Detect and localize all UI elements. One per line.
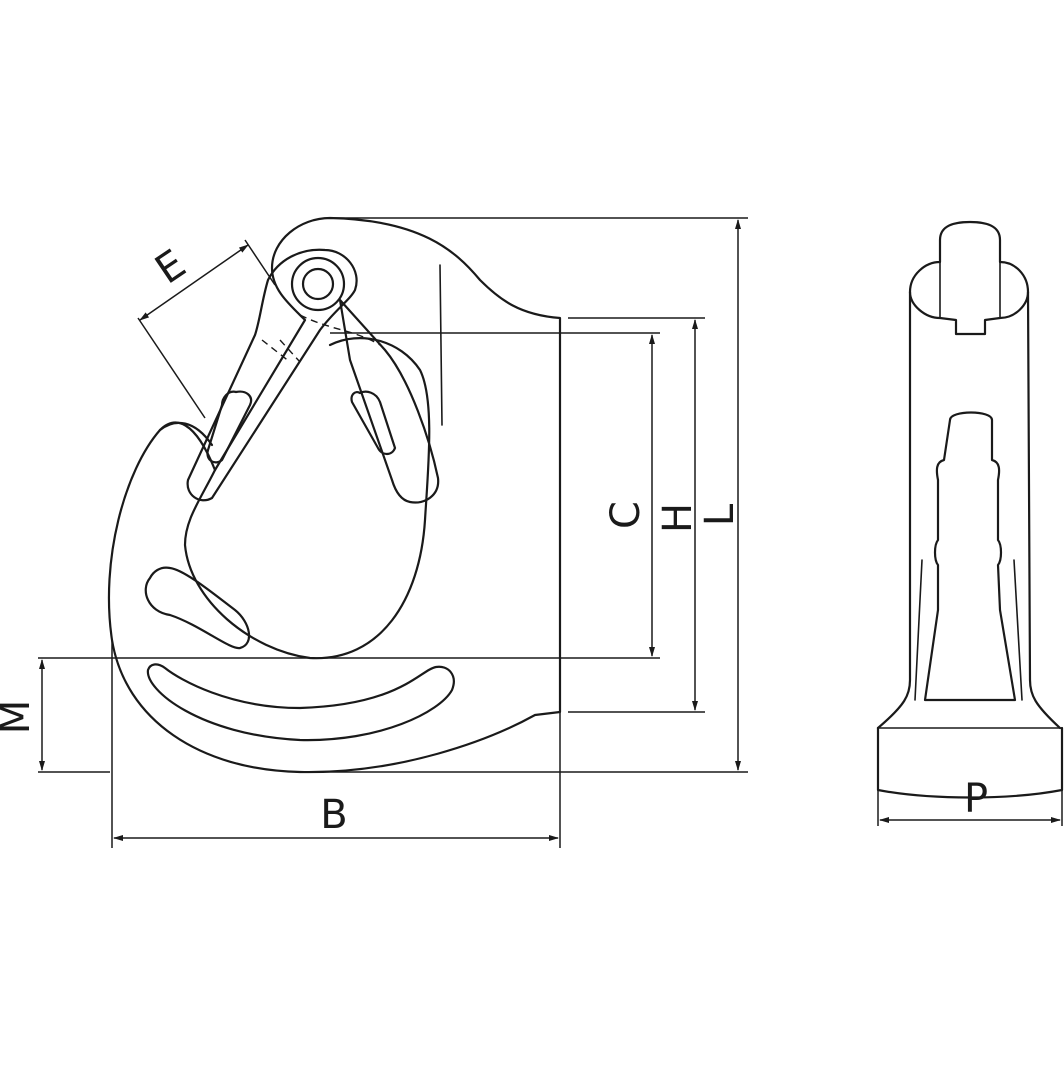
dim-E-ext-left: [137, 317, 206, 419]
latch-pivot-pin: [301, 267, 335, 301]
side-center-shank: [923, 411, 1017, 702]
hook-front-view: [107, 216, 562, 774]
hook-throat: [183, 337, 431, 660]
side-foot: [876, 726, 1064, 799]
spring-arm-slot: [350, 390, 397, 456]
side-taper-left: [914, 559, 923, 701]
side-top-cap: [908, 220, 1030, 336]
latch-pivot-outer: [290, 256, 346, 312]
front-dimensions: E C H L M B: [0, 217, 748, 848]
label-E: E: [147, 241, 194, 293]
side-wall-right: [1026, 290, 1062, 730]
hook-body-outline: [107, 216, 562, 774]
latch-lever-slot: [206, 390, 253, 464]
dim-E-ext-right: [244, 239, 276, 286]
upper-slot: [144, 566, 251, 650]
label-C: C: [603, 501, 649, 529]
hook-side-view: P: [876, 220, 1064, 826]
safety-latch: [186, 248, 440, 504]
label-B: B: [320, 792, 347, 838]
side-wall-left: [876, 290, 912, 730]
label-M: M: [0, 700, 39, 735]
latch-spring-arm: [338, 298, 440, 504]
label-H: H: [655, 503, 701, 533]
label-P: P: [964, 776, 988, 822]
latch-hidden-lines: [261, 314, 381, 363]
dim-E-line: [139, 244, 249, 321]
hook-back-edge: [439, 264, 443, 426]
lower-slot: [146, 663, 455, 742]
label-L: L: [697, 503, 743, 526]
side-taper-right: [1013, 559, 1023, 701]
